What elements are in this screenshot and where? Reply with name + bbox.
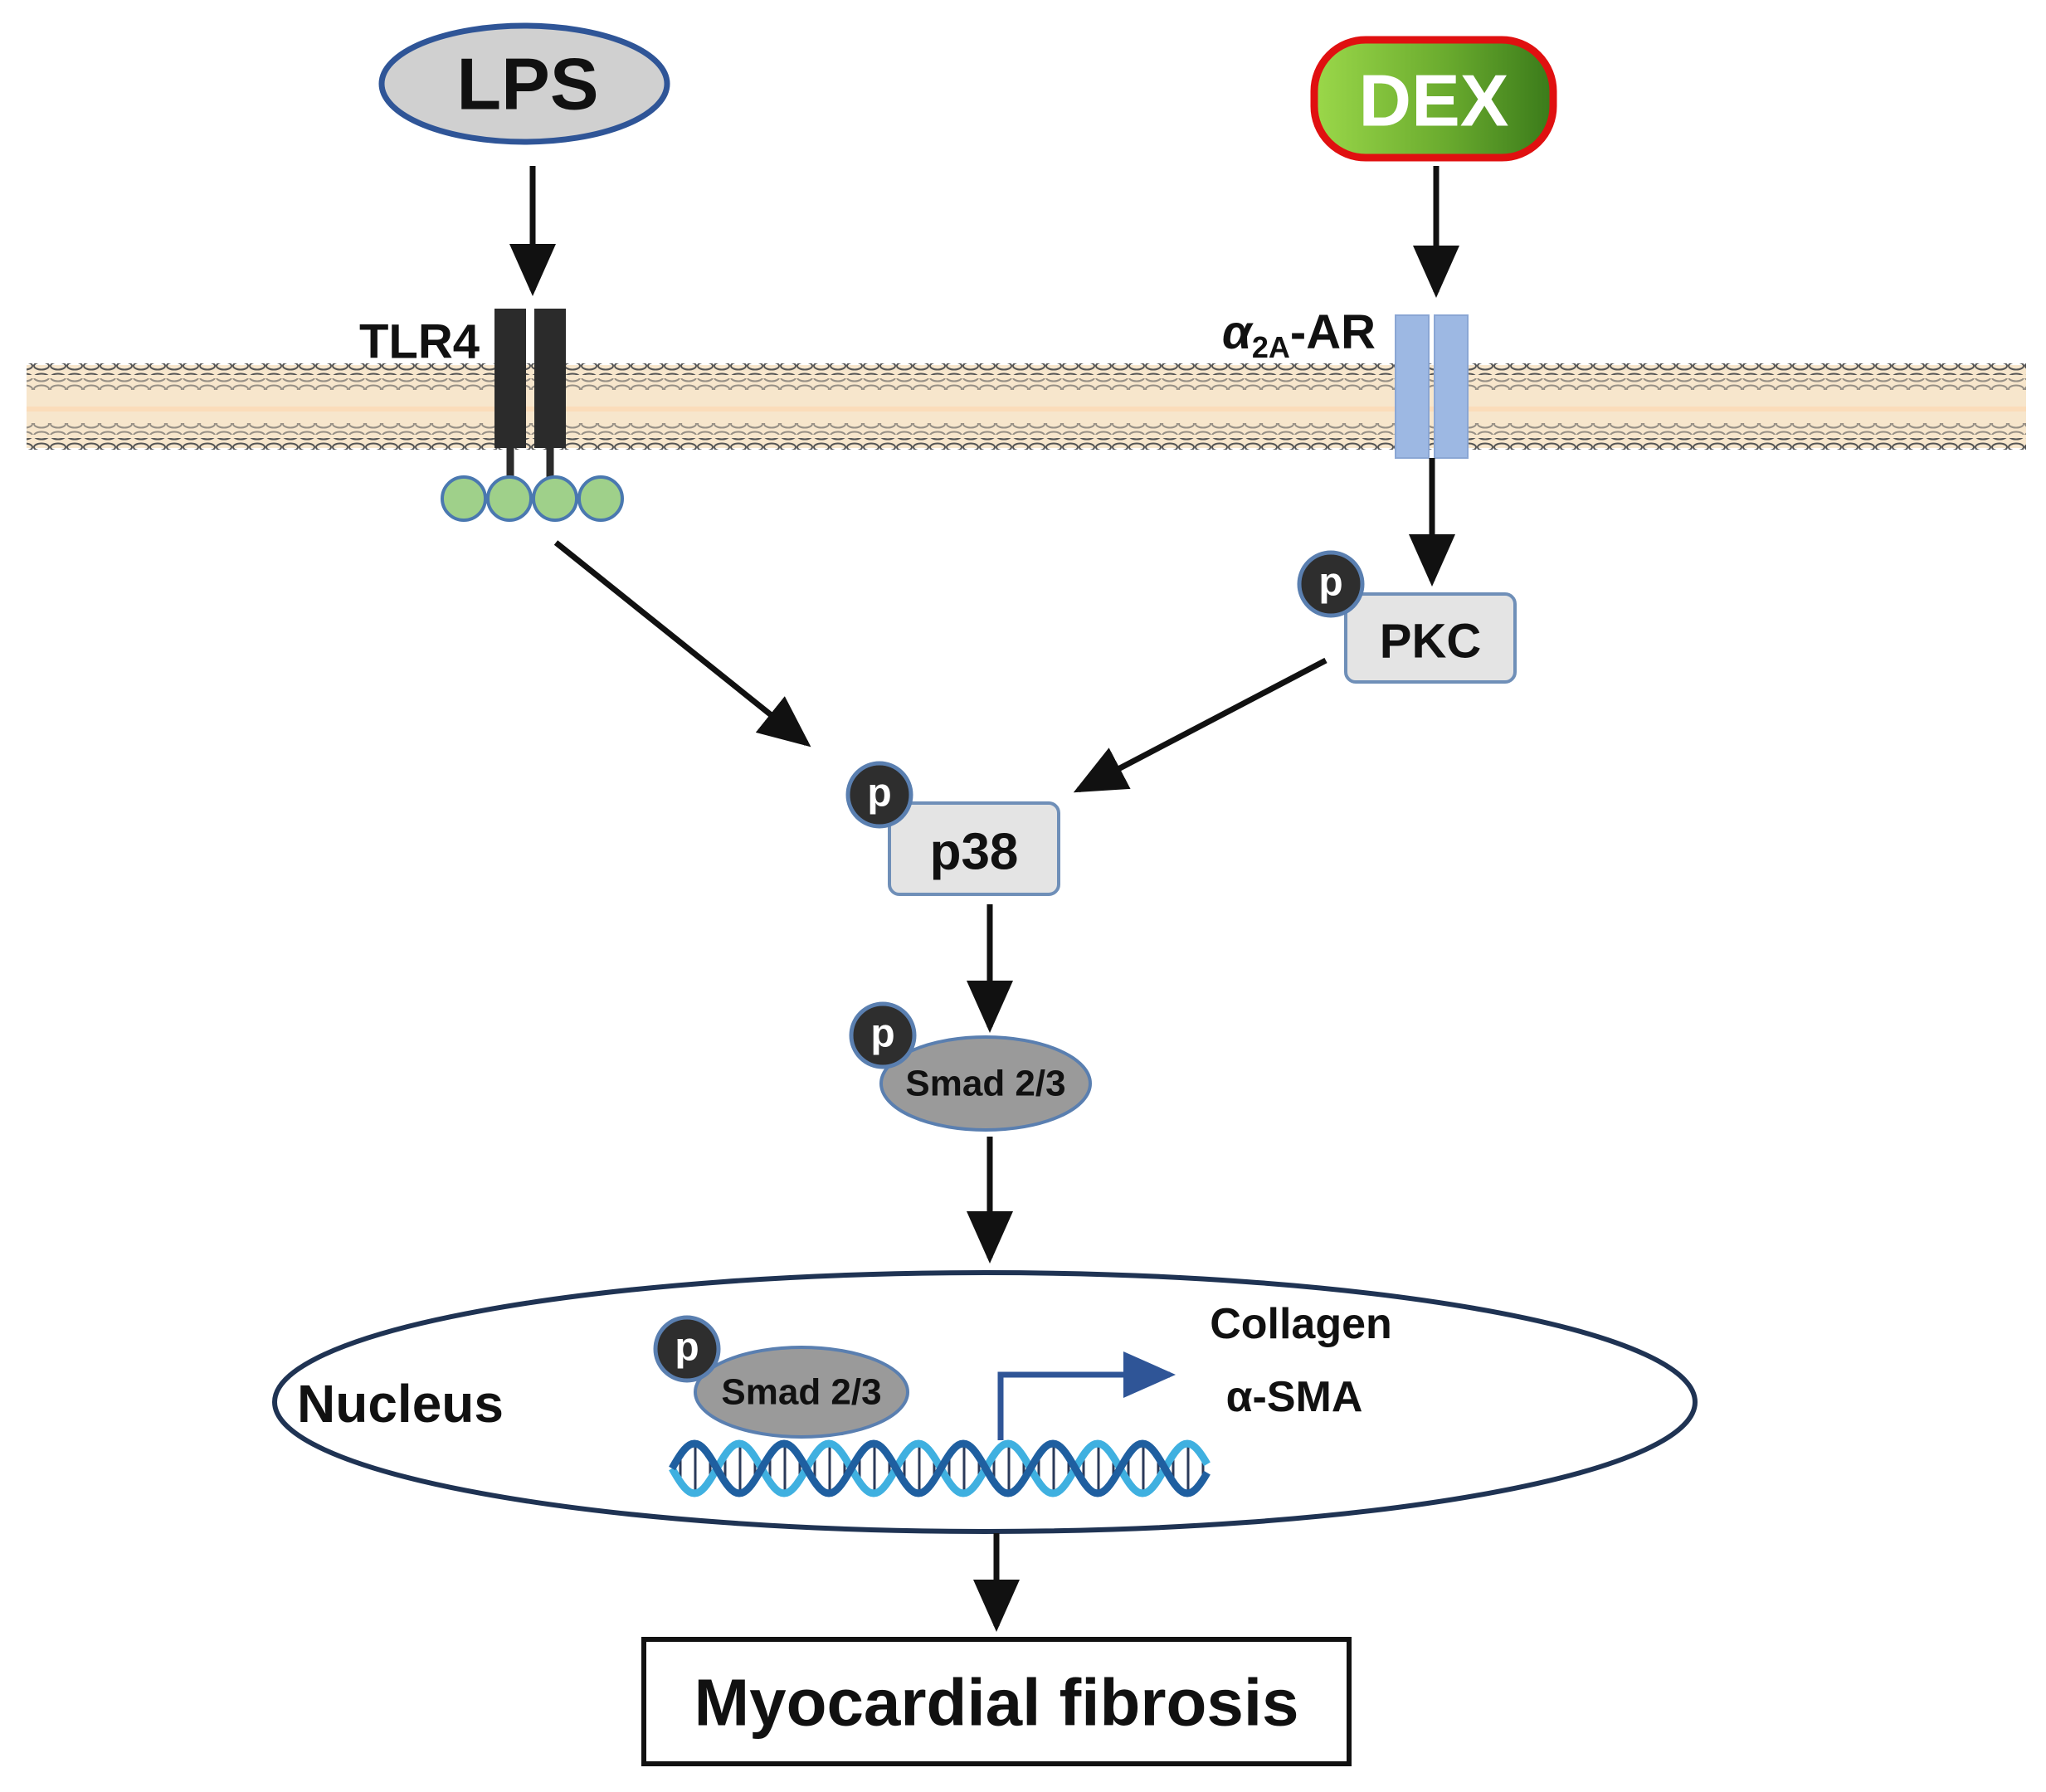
dex-label: DEX	[1359, 60, 1509, 142]
tlr4-subunit-left	[494, 309, 526, 448]
alpha2a-label: α2A-AR	[1222, 305, 1376, 364]
lps-node: LPS	[378, 22, 670, 145]
tlr4-subunit-right	[534, 309, 566, 448]
adaptor-protein-3	[532, 475, 578, 522]
p38-phospho-label: p	[867, 772, 891, 816]
membrane-outer-lipid-layer-2	[27, 378, 2026, 390]
alpha2a-suffix: -AR	[1290, 305, 1376, 359]
smad-nuclear-ellipse	[694, 1346, 909, 1439]
membrane-inner-lipid-layer	[27, 438, 2026, 450]
gene-target-alpha-sma: α-SMA	[1226, 1373, 1363, 1421]
smad-cytoplasmic-ellipse	[879, 1035, 1092, 1132]
alpha2a-ar-receptor: α2A-AR	[1222, 305, 1469, 459]
membrane-midline	[27, 407, 2026, 411]
nucleus: Nucleus Smad 2/3 p Collagen α-SMA	[272, 1270, 1698, 1534]
lps-label: LPS	[456, 43, 598, 125]
dna-strand-2	[669, 1439, 1211, 1497]
p38-box	[888, 801, 1060, 896]
p38-label: p38	[930, 824, 1019, 881]
pkc-label: PKC	[1380, 615, 1481, 669]
tlr4-adaptor-proteins	[441, 475, 624, 522]
pkc-phospho-badge	[1297, 550, 1365, 618]
alpha2a-subunit-left	[1395, 314, 1430, 459]
smad-nuclear-phospho-badge	[653, 1315, 721, 1383]
cell-membrane	[27, 363, 2026, 450]
transcription-arrow	[997, 1351, 1176, 1440]
p38-phospho-badge	[845, 761, 913, 829]
alpha2a-subunit-right	[1434, 314, 1469, 459]
membrane-outer-lipid-layer	[27, 363, 2026, 375]
alpha2a-alpha: α	[1222, 305, 1254, 359]
pkc-phospho-label: p	[1318, 561, 1342, 605]
adaptor-protein-2	[486, 475, 533, 522]
smad-cytoplasmic-phospho-badge	[849, 1001, 917, 1069]
smad-cytoplasmic-label: Smad 2/3	[905, 1064, 1065, 1104]
tlr4-label: TLR4	[359, 315, 480, 369]
lps-ellipse	[378, 22, 670, 145]
adaptor-protein-4	[577, 475, 624, 522]
arrow-tlr4-to-p38	[553, 540, 811, 747]
membrane-inner-lipid-layer-2	[27, 423, 2026, 435]
outcome-label: Myocardial fibrosis	[694, 1666, 1298, 1740]
outcome-node: Myocardial fibrosis	[641, 1637, 1352, 1766]
pathway-arrows	[509, 166, 1459, 1632]
smad-cytoplasmic-node: Smad 2/3 p	[849, 1001, 1092, 1132]
tlr4-receptor: TLR4	[359, 309, 566, 480]
pkc-box	[1344, 592, 1517, 684]
nucleus-envelope	[272, 1270, 1698, 1534]
outcome-box	[641, 1637, 1352, 1766]
smad-nuclear-label: Smad 2/3	[721, 1372, 881, 1413]
smad-cytoplasmic-phospho-label: p	[870, 1012, 894, 1056]
dna-helix	[669, 1439, 1211, 1497]
arrow-pkc-to-p38	[1073, 657, 1327, 793]
dex-node: DEX	[1310, 36, 1557, 162]
nucleus-label: Nucleus	[297, 1374, 504, 1434]
p38-node: p38 p	[845, 761, 1060, 896]
adaptor-protein-1	[441, 475, 487, 522]
alpha2a-subscript: 2A	[1252, 330, 1290, 364]
dex-capsule	[1310, 36, 1557, 162]
gene-target-collagen: Collagen	[1210, 1300, 1392, 1348]
pkc-node: PKC p	[1297, 550, 1517, 684]
smad-nuclear-phospho-label: p	[675, 1326, 699, 1370]
